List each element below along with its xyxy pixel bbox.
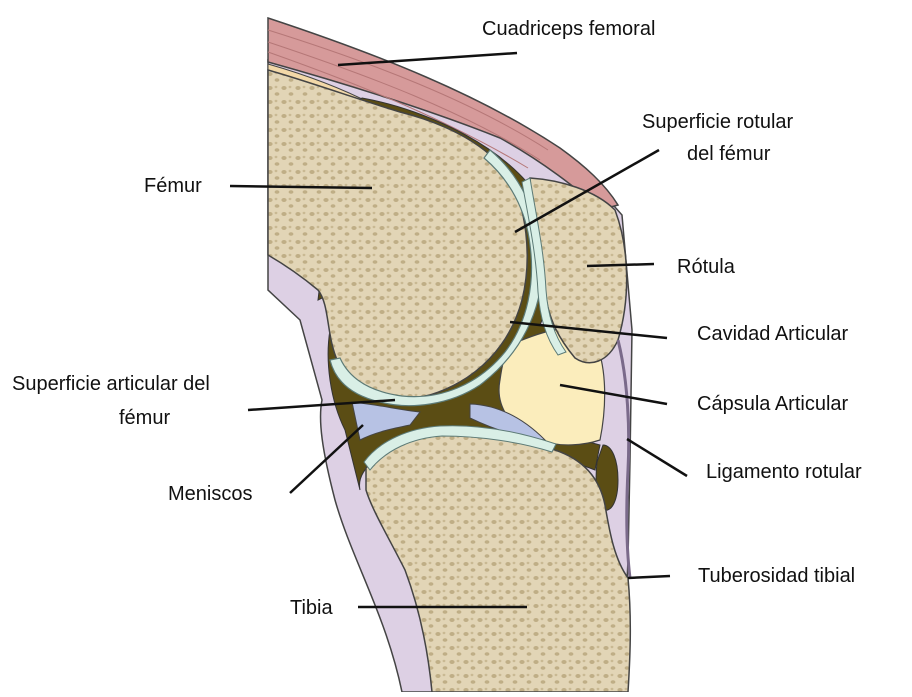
label-tuberosidad: Tuberosidad tibial [698,565,855,587]
label-cuadriceps: Cuadriceps femoral [482,18,655,40]
label-cavidad: Cavidad Articular [697,323,849,345]
leader-tuberosidad [628,576,670,578]
label-superficie-rotular-2: del fémur [687,143,771,165]
label-femur: Fémur [144,175,202,197]
label-meniscos: Meniscos [168,483,252,505]
label-tibia: Tibia [290,597,333,619]
label-rotula: Rótula [677,256,736,278]
leader-ligamento [627,439,687,476]
label-ligamento: Ligamento rotular [706,461,862,483]
label-superficie-articular-1: Superficie articular del [12,373,210,395]
label-capsula: Cápsula Articular [697,393,849,415]
label-superficie-articular-2: fémur [119,407,170,429]
label-superficie-rotular-1: Superficie rotular [642,111,794,133]
